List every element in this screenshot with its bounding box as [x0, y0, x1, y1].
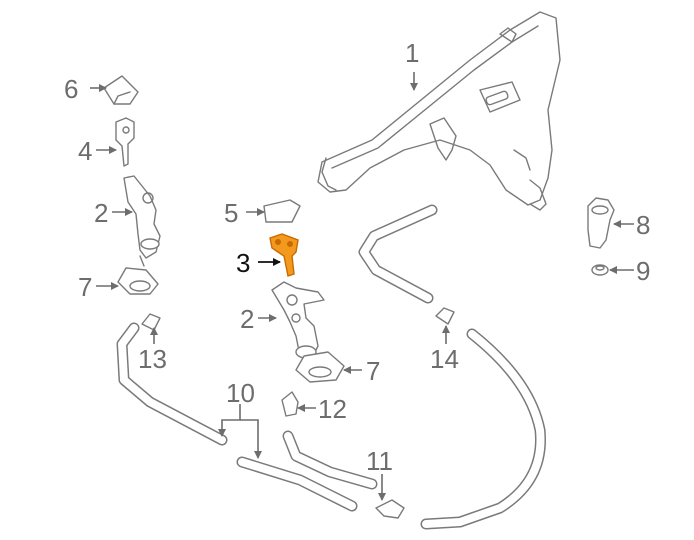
callout-7a: 7	[78, 272, 92, 302]
reservoir-tank[interactable]	[317, 11, 561, 211]
callout-8: 8	[636, 210, 650, 240]
pad-part[interactable]	[263, 199, 301, 223]
connector-12[interactable]	[281, 391, 299, 417]
callout-10: 10	[226, 378, 255, 408]
callout-2b: 2	[240, 304, 254, 334]
clamp-center[interactable]	[295, 351, 345, 383]
hose-center-bottom[interactable]	[282, 430, 378, 490]
hose-left-lower[interactable]	[236, 456, 358, 512]
connector-11[interactable]	[375, 499, 405, 519]
callout-1: 1	[405, 38, 419, 68]
callout-11: 11	[366, 446, 393, 476]
hose-upper-right[interactable]	[358, 204, 438, 304]
callout-9: 9	[636, 256, 650, 286]
callout-6: 6	[64, 74, 78, 104]
hose-long-right[interactable]	[420, 328, 546, 530]
callout-13: 13	[138, 344, 167, 374]
clamp-left[interactable]	[117, 267, 159, 295]
callout-5: 5	[224, 198, 238, 228]
pump-right[interactable]	[587, 197, 615, 249]
pump-center[interactable]	[271, 281, 325, 363]
callout-4: 4	[78, 136, 92, 166]
cap-part[interactable]	[103, 75, 139, 105]
pump-left[interactable]	[123, 175, 161, 267]
hose-left-upper[interactable]	[116, 322, 228, 446]
callout-14: 14	[430, 344, 459, 374]
callout-3: 3	[236, 248, 250, 278]
nozzle-highlighted[interactable]	[269, 233, 299, 277]
bracket-part[interactable]	[115, 117, 135, 167]
grommet-part[interactable]	[591, 264, 609, 276]
connector-13[interactable]	[141, 313, 161, 331]
callout-2a: 2	[94, 198, 108, 228]
callout-7b: 7	[366, 356, 380, 386]
connector-14[interactable]	[435, 307, 455, 325]
callout-12: 12	[318, 394, 347, 424]
